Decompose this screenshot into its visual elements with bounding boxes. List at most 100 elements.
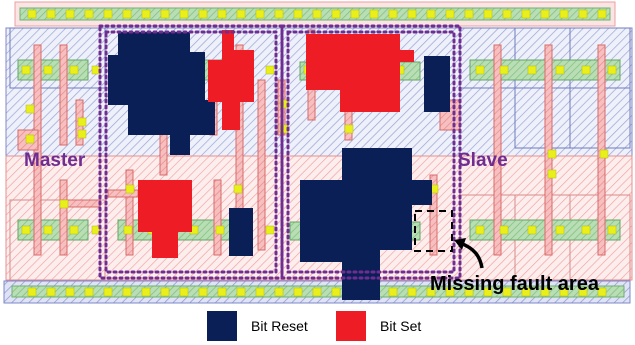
contact-pin <box>407 9 417 19</box>
contact-pin <box>464 9 474 19</box>
contact-pin <box>483 9 493 19</box>
contact-pin <box>25 104 35 114</box>
contact-pin <box>464 287 474 297</box>
contact-pin <box>475 65 485 75</box>
contact-pin <box>125 184 135 194</box>
bit-set-blob-3 <box>138 180 192 258</box>
contact-pin <box>198 287 208 297</box>
contact-pin <box>46 287 56 297</box>
contact-pin <box>46 9 56 19</box>
contact-pin <box>21 225 31 235</box>
contact-pin <box>597 287 607 297</box>
contact-pin <box>527 225 537 235</box>
contact-pin <box>69 225 79 235</box>
legend-bit-set: Bit Set <box>336 311 422 341</box>
contact-pin <box>293 9 303 19</box>
contact-pin <box>179 9 189 19</box>
bit-set-blob-1 <box>306 34 414 112</box>
contact-pin <box>607 65 617 75</box>
contact-pin <box>84 9 94 19</box>
bit-reset-regions <box>108 32 450 300</box>
contact-pin <box>77 117 87 127</box>
contact-pin <box>122 9 132 19</box>
contact-pin <box>274 9 284 19</box>
contact-pin <box>122 287 132 297</box>
contact-pin <box>445 9 455 19</box>
contact-pin <box>141 9 151 19</box>
contact-pin <box>27 9 37 19</box>
contact-pin <box>599 149 609 159</box>
contact-pin <box>77 129 87 139</box>
contact-pin <box>407 287 417 297</box>
contact-pin <box>559 9 569 19</box>
arrow-head-icon <box>454 238 466 250</box>
contact-pin <box>521 9 531 19</box>
bit-reset-swatch <box>207 311 237 341</box>
contact-pin <box>559 287 569 297</box>
contact-pin <box>578 287 588 297</box>
legend-bit-reset: Bit Reset <box>207 311 308 341</box>
contact-pin <box>547 169 557 179</box>
contact-pin <box>103 9 113 19</box>
contact-pin <box>179 287 189 297</box>
slave-box-inner <box>286 30 456 274</box>
master-label: Master <box>24 150 86 171</box>
contact-pin <box>217 9 227 19</box>
contact-pin <box>160 287 170 297</box>
dotted-boxes <box>98 24 462 280</box>
contact-pin <box>312 9 322 19</box>
master-box-inner <box>104 30 278 274</box>
contact-pin <box>312 287 322 297</box>
contact-pin <box>43 65 53 75</box>
contact-pin <box>103 287 113 297</box>
contact-pin <box>344 124 354 134</box>
contact-pin <box>236 9 246 19</box>
contact-pin <box>274 287 284 297</box>
contact-pin <box>25 134 35 144</box>
contact-pin <box>255 287 265 297</box>
slave-box-outer <box>280 24 462 280</box>
bit-reset-blob-4 <box>229 208 253 256</box>
bit-reset-blob-2 <box>300 148 432 300</box>
missing-fault-label: Missing fault area <box>430 273 599 295</box>
contact-pin <box>499 65 509 75</box>
bit-set-legend-label: Bit Set <box>380 318 422 334</box>
contact-pin <box>84 287 94 297</box>
contact-pin <box>426 287 436 297</box>
contact-pin <box>499 225 509 235</box>
contact-pin <box>388 287 398 297</box>
contact-pin <box>69 65 79 75</box>
contact-pin <box>265 225 275 235</box>
bit-set-swatch <box>336 311 366 341</box>
contact-pin <box>555 65 565 75</box>
contact-pin <box>43 225 53 235</box>
contact-pin <box>445 287 455 297</box>
contact-pin <box>388 9 398 19</box>
contact-pin <box>475 225 485 235</box>
contact-pin <box>502 9 512 19</box>
contact-pin <box>502 287 512 297</box>
slave-label: Slave <box>458 150 508 171</box>
contact-pin <box>331 9 341 19</box>
contact-pin <box>198 9 208 19</box>
contact-pin <box>521 287 531 297</box>
contact-pin <box>607 225 617 235</box>
contact-pin <box>369 9 379 19</box>
bit-reset-legend-label: Bit Reset <box>251 318 308 334</box>
bit-reset-blob-3 <box>424 56 450 112</box>
contact-pin <box>65 9 75 19</box>
bit-set-regions <box>138 30 414 258</box>
contact-pin <box>527 65 537 75</box>
contact-pin <box>581 225 591 235</box>
contact-pin <box>547 149 557 159</box>
contact-pin <box>540 287 550 297</box>
contact-pin <box>59 199 69 209</box>
contact-pin <box>236 287 246 297</box>
contact-pin <box>581 65 591 75</box>
contact-pin <box>233 184 243 194</box>
contact-pin <box>160 9 170 19</box>
contact-pin <box>350 9 360 19</box>
contact-pin <box>293 287 303 297</box>
contact-pin <box>91 225 101 235</box>
